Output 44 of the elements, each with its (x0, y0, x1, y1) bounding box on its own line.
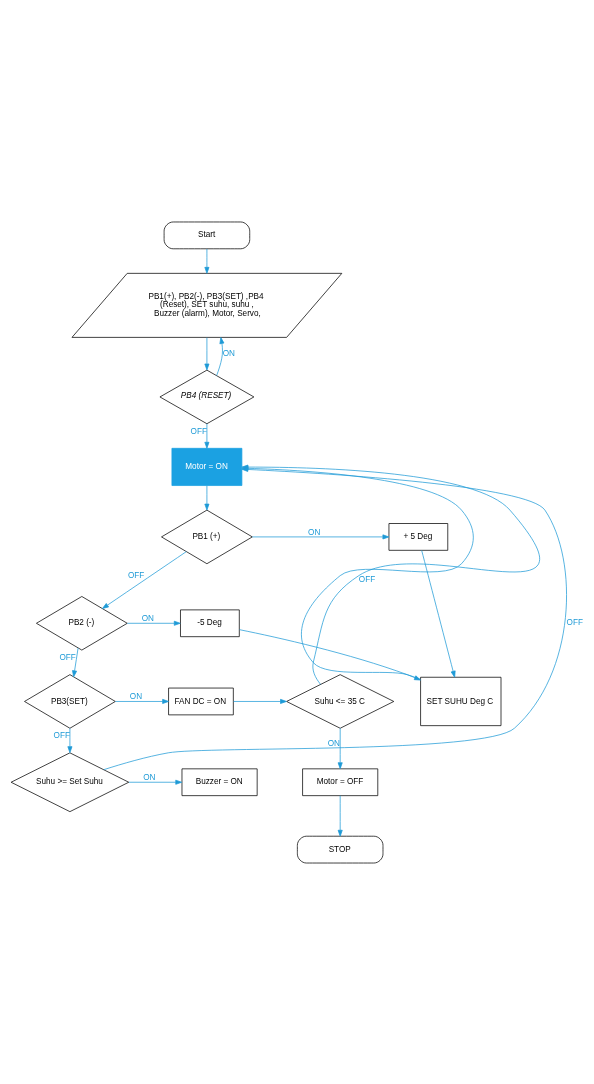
arrow (337, 727, 343, 769)
node-diamond: Suhu >= Set Suhu (10, 751, 130, 812)
edge-label: OFF (59, 652, 76, 662)
arrow (102, 550, 187, 609)
node-diamond: PB4 (RESET) (159, 369, 255, 424)
edge-label: OFF (127, 570, 145, 580)
edge-label: OFF (358, 574, 376, 584)
edge-label: ON (327, 738, 340, 748)
node-box: FAN DC = ON (168, 687, 234, 715)
node-diamond: PB3(SET) (24, 673, 116, 729)
node-box: + 5 Deg (388, 522, 449, 551)
arrow (216, 336, 225, 376)
node-box: SET SUHU Deg C (420, 676, 502, 726)
node-diamond: Suhu <= 35 C (286, 673, 395, 729)
node-box: Start (163, 221, 251, 249)
edge-label: OFF (190, 426, 207, 436)
arrow (421, 549, 456, 678)
edge-label: ON (141, 613, 154, 623)
arrow (204, 484, 210, 510)
node-box: -5 Deg (180, 609, 240, 637)
node-box: STOP (297, 835, 384, 863)
edge-label: OFF (566, 617, 583, 627)
node-diamond: PB1 (+) (161, 509, 253, 564)
arrow (239, 628, 421, 680)
arrow (67, 727, 73, 753)
arrow (204, 336, 210, 370)
edge-label: ON (143, 772, 156, 782)
edge-label: OFF (53, 730, 70, 740)
arrow (204, 248, 210, 274)
arrow (126, 620, 181, 626)
arrow (337, 794, 343, 837)
edge-label: ON (129, 691, 143, 701)
node-box: Buzzer = ON (181, 767, 258, 796)
arrow (115, 698, 169, 704)
edge-label: ON (308, 527, 321, 537)
edge-label: ON (222, 348, 236, 358)
arrow (251, 533, 390, 539)
arrow (128, 779, 183, 785)
node-box: Motor = ON (171, 447, 243, 486)
arrow (204, 422, 210, 449)
arrow (233, 698, 287, 704)
node-diamond: PB2 (-) (36, 595, 128, 650)
node-box: Motor = OFF (302, 767, 379, 796)
arrow (72, 647, 79, 677)
